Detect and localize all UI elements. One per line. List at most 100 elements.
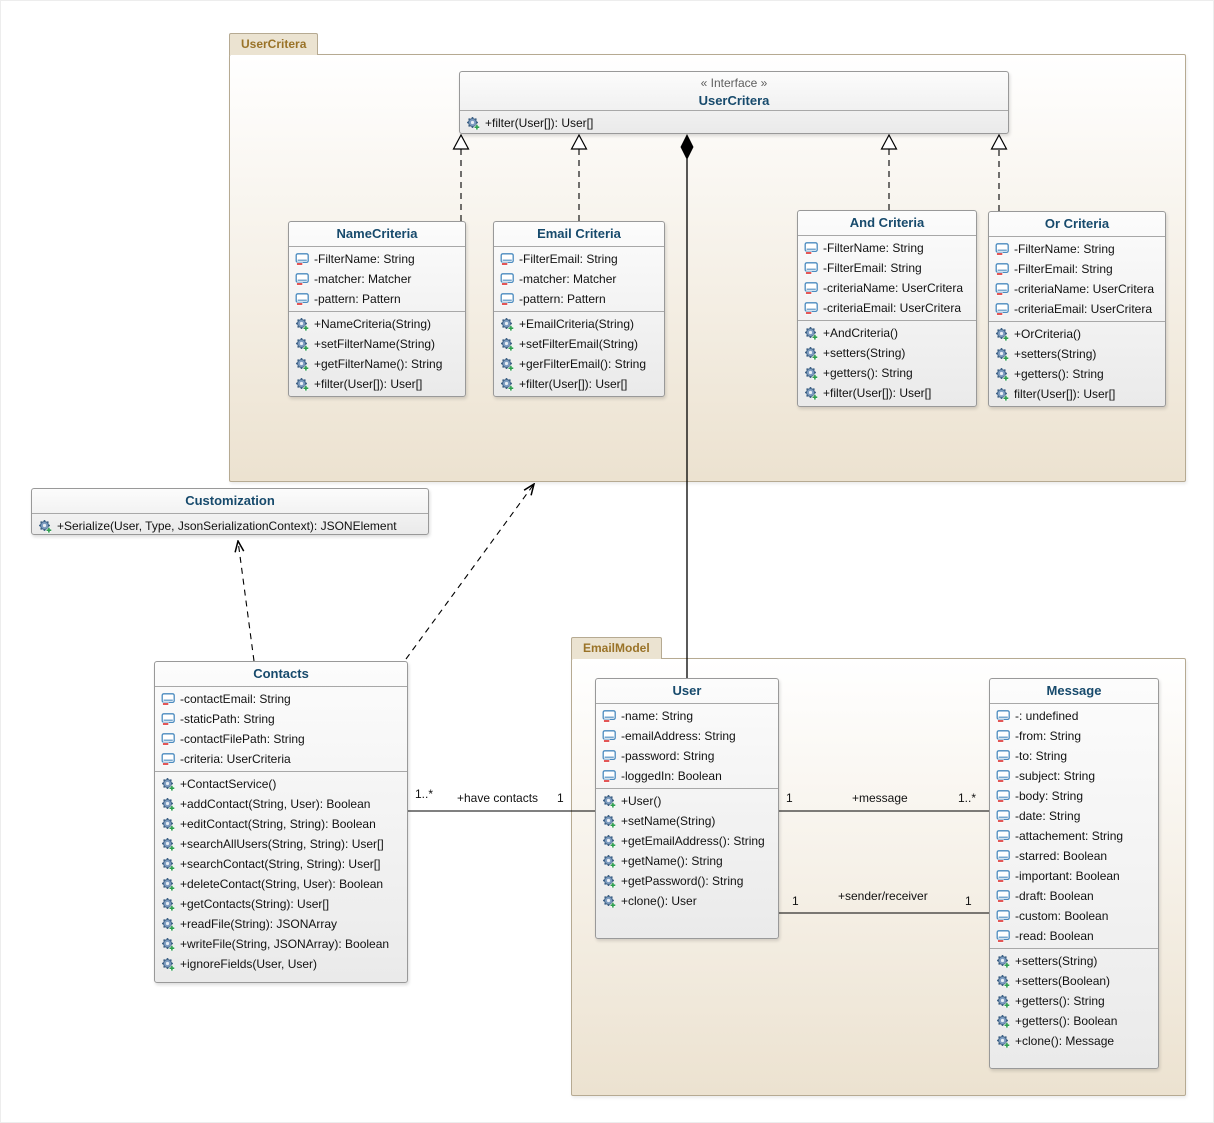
- class-methods: +AndCriteria() +setters(String) +getters…: [798, 320, 976, 405]
- uml-member-row: +getters(): String: [989, 364, 1165, 384]
- member-text: -important: Boolean: [1015, 869, 1120, 883]
- uml-member-row: +filter(User[]): User[]: [494, 374, 664, 394]
- uml-member-row: +User(): [596, 791, 778, 811]
- class-title: Customization: [185, 493, 275, 508]
- uml-member-row: +setFilterEmail(String): [494, 334, 664, 354]
- member-text: +AndCriteria(): [823, 326, 899, 340]
- method-icon: [603, 895, 616, 908]
- member-text: +setters(String): [1015, 954, 1098, 968]
- dependency-edge-contacts-customization[interactable]: [238, 541, 255, 662]
- member-text: -criteriaEmail: UserCritera: [1014, 302, 1153, 316]
- uml-member-row: -attachement: String: [990, 826, 1158, 846]
- member-text: +getPassword(): String: [621, 874, 744, 888]
- member-text: +filter(User[]): User[]: [823, 386, 932, 400]
- field-icon: [804, 281, 818, 295]
- member-text: +addContact(String, User): Boolean: [180, 797, 371, 811]
- field-icon: [295, 272, 309, 286]
- class-namecriteria[interactable]: NameCriteria -FilterName: String -matche…: [288, 221, 466, 397]
- method-icon: [501, 338, 514, 351]
- method-icon: [603, 875, 616, 888]
- member-text: +clone(): User: [621, 894, 697, 908]
- member-text: +OrCriteria(): [1014, 327, 1082, 341]
- uml-member-row: +ignoreFields(User, User): [155, 954, 407, 974]
- member-text: -FilterEmail: String: [823, 261, 922, 275]
- member-text: +NameCriteria(String): [314, 317, 432, 331]
- uml-member-row: -criteriaName: UserCritera: [798, 278, 976, 298]
- uml-member-row: +searchContact(String, String): User[]: [155, 854, 407, 874]
- member-text: +readFile(String): JSONArray: [180, 917, 338, 931]
- uml-member-row: -important: Boolean: [990, 866, 1158, 886]
- member-text: -starred: Boolean: [1015, 849, 1108, 863]
- field-icon: [996, 709, 1010, 723]
- class-methods: +NameCriteria(String) +setFilterName(Str…: [289, 311, 465, 396]
- member-text: +getEmailAddress(): String: [621, 834, 765, 848]
- uml-member-row: -matcher: Matcher: [289, 269, 465, 289]
- member-text: -contactFilePath: String: [180, 732, 305, 746]
- member-text: -criteria: UserCriteria: [180, 752, 291, 766]
- member-text: +ignoreFields(User, User): [180, 957, 318, 971]
- member-text: +ContactService(): [180, 777, 277, 791]
- field-icon: [996, 869, 1010, 883]
- member-text: -subject: String: [1015, 769, 1096, 783]
- realization-triangle-icon: [570, 133, 588, 150]
- class-customization[interactable]: Customization +Serialize(User, Type, Jso…: [31, 488, 429, 535]
- method-icon: [162, 818, 175, 831]
- method-icon: [805, 367, 818, 380]
- field-icon: [996, 829, 1010, 843]
- association-label: +sender/receiver: [838, 889, 928, 903]
- field-icon: [995, 262, 1009, 276]
- uml-member-row: -to: String: [990, 746, 1158, 766]
- field-icon: [996, 809, 1010, 823]
- field-icon: [602, 709, 616, 723]
- uml-member-row: filter(User[]): User[]: [989, 384, 1165, 404]
- composition-diamond-icon: [680, 134, 694, 160]
- uml-member-row: -pattern: Pattern: [494, 289, 664, 309]
- class-emailcriteria[interactable]: Email Criteria -FilterEmail: String -mat…: [493, 221, 665, 397]
- class-andcriteria[interactable]: And Criteria -FilterName: String -Filter…: [797, 210, 977, 407]
- class-title: Message: [1046, 683, 1102, 698]
- uml-member-row: +getFilterName(): String: [289, 354, 465, 374]
- method-icon: [162, 778, 175, 791]
- class-attributes: -FilterName: String -FilterEmail: String…: [798, 235, 976, 320]
- method-icon: [162, 798, 175, 811]
- uml-member-row: -body: String: [990, 786, 1158, 806]
- class-attributes: -: undefined -from: String -to: String -…: [990, 703, 1158, 948]
- member-text: -attachement: String: [1015, 829, 1124, 843]
- class-methods: +setters(String) +setters(Boolean) +gett…: [990, 948, 1158, 1053]
- method-icon: [162, 898, 175, 911]
- package-emailmodel-tab[interactable]: EmailModel: [571, 637, 662, 659]
- method-icon: [296, 338, 309, 351]
- field-icon: [295, 292, 309, 306]
- class-orcriteria[interactable]: Or Criteria -FilterName: String -FilterE…: [988, 211, 1166, 407]
- class-user[interactable]: User -name: String -emailAddress: String…: [595, 678, 779, 939]
- member-text: filter(User[]): User[]: [1014, 387, 1116, 401]
- uml-member-row: +getEmailAddress(): String: [596, 831, 778, 851]
- member-text: +filter(User[]): User[]: [519, 377, 628, 391]
- method-icon: [501, 318, 514, 331]
- method-icon: [39, 520, 52, 533]
- class-contacts[interactable]: Contacts -contactEmail: String -staticPa…: [154, 661, 408, 983]
- method-icon: [996, 328, 1009, 341]
- member-text: +getName(): String: [621, 854, 723, 868]
- method-icon: [162, 958, 175, 971]
- member-text: -draft: Boolean: [1015, 889, 1094, 903]
- uml-member-row: +addContact(String, User): Boolean: [155, 794, 407, 814]
- method-icon: [805, 387, 818, 400]
- uml-member-row: -name: String: [596, 706, 778, 726]
- uml-member-row: -date: String: [990, 806, 1158, 826]
- interface-usercritera[interactable]: « Interface » UserCritera +filter(User[]…: [459, 71, 1009, 134]
- uml-member-row: -FilterName: String: [989, 239, 1165, 259]
- class-message[interactable]: Message -: undefined -from: String -to: …: [989, 678, 1159, 1069]
- method-icon: [501, 378, 514, 391]
- multiplicity-label: 1..*: [958, 791, 977, 805]
- package-usercritera-tab[interactable]: UserCritera: [229, 33, 319, 55]
- uml-member-row: +OrCriteria(): [989, 324, 1165, 344]
- member-text: -body: String: [1015, 789, 1084, 803]
- uml-member-row: +NameCriteria(String): [289, 314, 465, 334]
- uml-member-row: -read: Boolean: [990, 926, 1158, 946]
- class-title: Contacts: [253, 666, 309, 681]
- dependency-edge-contacts-usercritera[interactable]: [405, 484, 534, 660]
- uml-member-row: +getName(): String: [596, 851, 778, 871]
- member-text: +setName(String): [621, 814, 716, 828]
